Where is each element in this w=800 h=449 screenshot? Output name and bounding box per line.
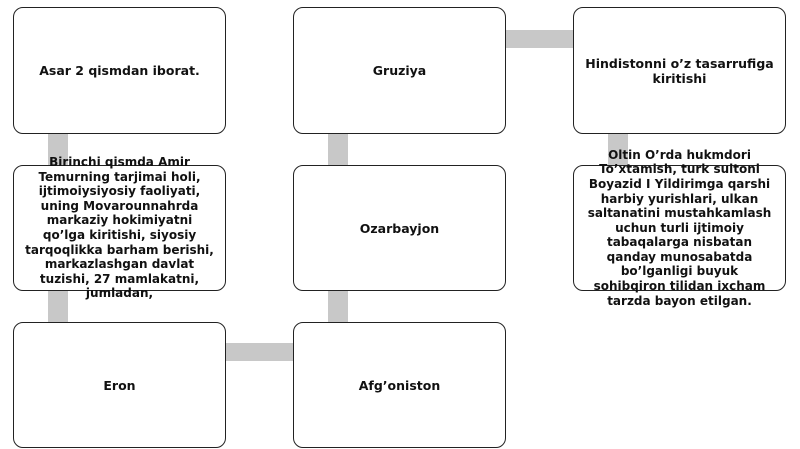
connector-2-3 — [48, 286, 68, 328]
box-gruziya: Gruziya — [293, 7, 506, 134]
box-oltin-orda: Oltin O’rda hukmdori To’xtamish, turk su… — [573, 148, 786, 308]
connector-1-2 — [48, 130, 68, 170]
box-ozarbayjon-text: Ozarbayjon — [359, 220, 440, 236]
box-hindiston-text: Hindistonni o’z tasarrufiga kiritishi — [585, 55, 774, 86]
box-oltin-orda-text: Oltin O’rda hukmdori To’xtamish, turk su… — [587, 147, 772, 308]
box-asar-2-qism-text: Asar 2 qismdan iborat. — [39, 63, 200, 78]
box-gruziya-text: Gruziya — [372, 63, 427, 78]
box-eron-text: Eron — [103, 377, 136, 393]
connector-3-4 — [220, 343, 298, 361]
box-hindiston: Hindistonni o’z tasarrufiga kiritishi — [573, 7, 786, 134]
box-afgoniston-text: Afg’oniston — [358, 377, 441, 393]
box-afgoniston: Afg’oniston — [293, 322, 506, 448]
connector-4-5 — [328, 286, 348, 328]
box-birinchi-qism: Birinchi qismda Amir Temurning tarjimai … — [13, 155, 226, 300]
connector-6-7 — [500, 30, 580, 48]
box-ozarbayjon: Ozarbayjon — [293, 165, 506, 291]
box-asar-2-qism: Asar 2 qismdan iborat. — [13, 7, 226, 134]
connector-7-8 — [608, 130, 628, 170]
connector-5-6 — [328, 130, 348, 170]
box-birinchi-qism-text: Birinchi qismda Amir Temurning tarjimai … — [25, 155, 214, 301]
box-eron: Eron — [13, 322, 226, 448]
